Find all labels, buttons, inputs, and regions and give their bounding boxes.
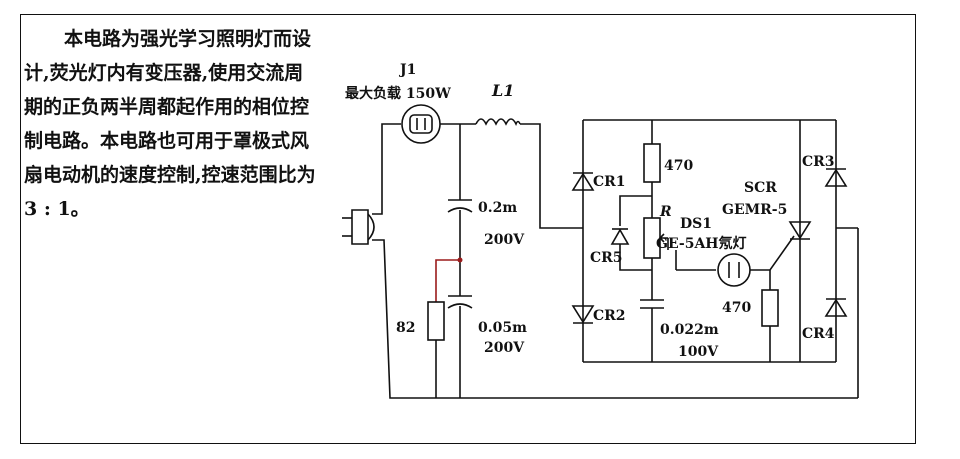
cr2-label: CR2 [593, 308, 626, 324]
ac-plug-icon [342, 209, 375, 245]
main-wiring [372, 119, 859, 399]
scr-label: SCR [744, 180, 777, 196]
j1-label: J1 [398, 62, 416, 78]
c2-value: 0.05m [478, 320, 527, 336]
cr1-label: CR1 [593, 174, 626, 190]
r82-label: 82 [396, 320, 415, 336]
j1-receptacle-icon [401, 104, 441, 144]
c1-voltage: 200V [484, 232, 525, 248]
diode-cr2-icon [571, 305, 595, 324]
diode-cr1-icon [571, 172, 595, 191]
c3-value: 0.022m [660, 322, 719, 338]
cr4-label: CR4 [802, 326, 835, 342]
diode-cr4-icon [824, 298, 848, 317]
l1-label: L1 [491, 81, 514, 100]
input-filter-branch [427, 124, 473, 398]
cr5-label: CR5 [590, 250, 623, 266]
r470-bottom-label: 470 [722, 300, 751, 316]
inductor-l1-icon [475, 118, 521, 126]
r-label: R [659, 204, 672, 220]
diode-cr3-icon [824, 168, 848, 187]
max-load-label: 最大负载 150W [345, 85, 451, 102]
figure-frame [20, 14, 916, 444]
c2-voltage: 200V [484, 340, 525, 356]
ds1-type-label: GE-5AH氖灯 [656, 235, 747, 252]
circuit-description: 本电路为强光学习照明灯而设计,荧光灯内有变压器,使用交流周期的正负两半周都起作用… [24, 28, 316, 220]
c3-voltage: 100V [678, 344, 719, 360]
cr3-label: CR3 [802, 154, 835, 170]
c1-value: 0.2m [478, 200, 517, 216]
r470-top-label: 470 [664, 158, 693, 174]
control-network [610, 120, 812, 362]
scr-type-label: GEMR-5 [722, 202, 787, 218]
ds1-label: DS1 [680, 216, 712, 232]
